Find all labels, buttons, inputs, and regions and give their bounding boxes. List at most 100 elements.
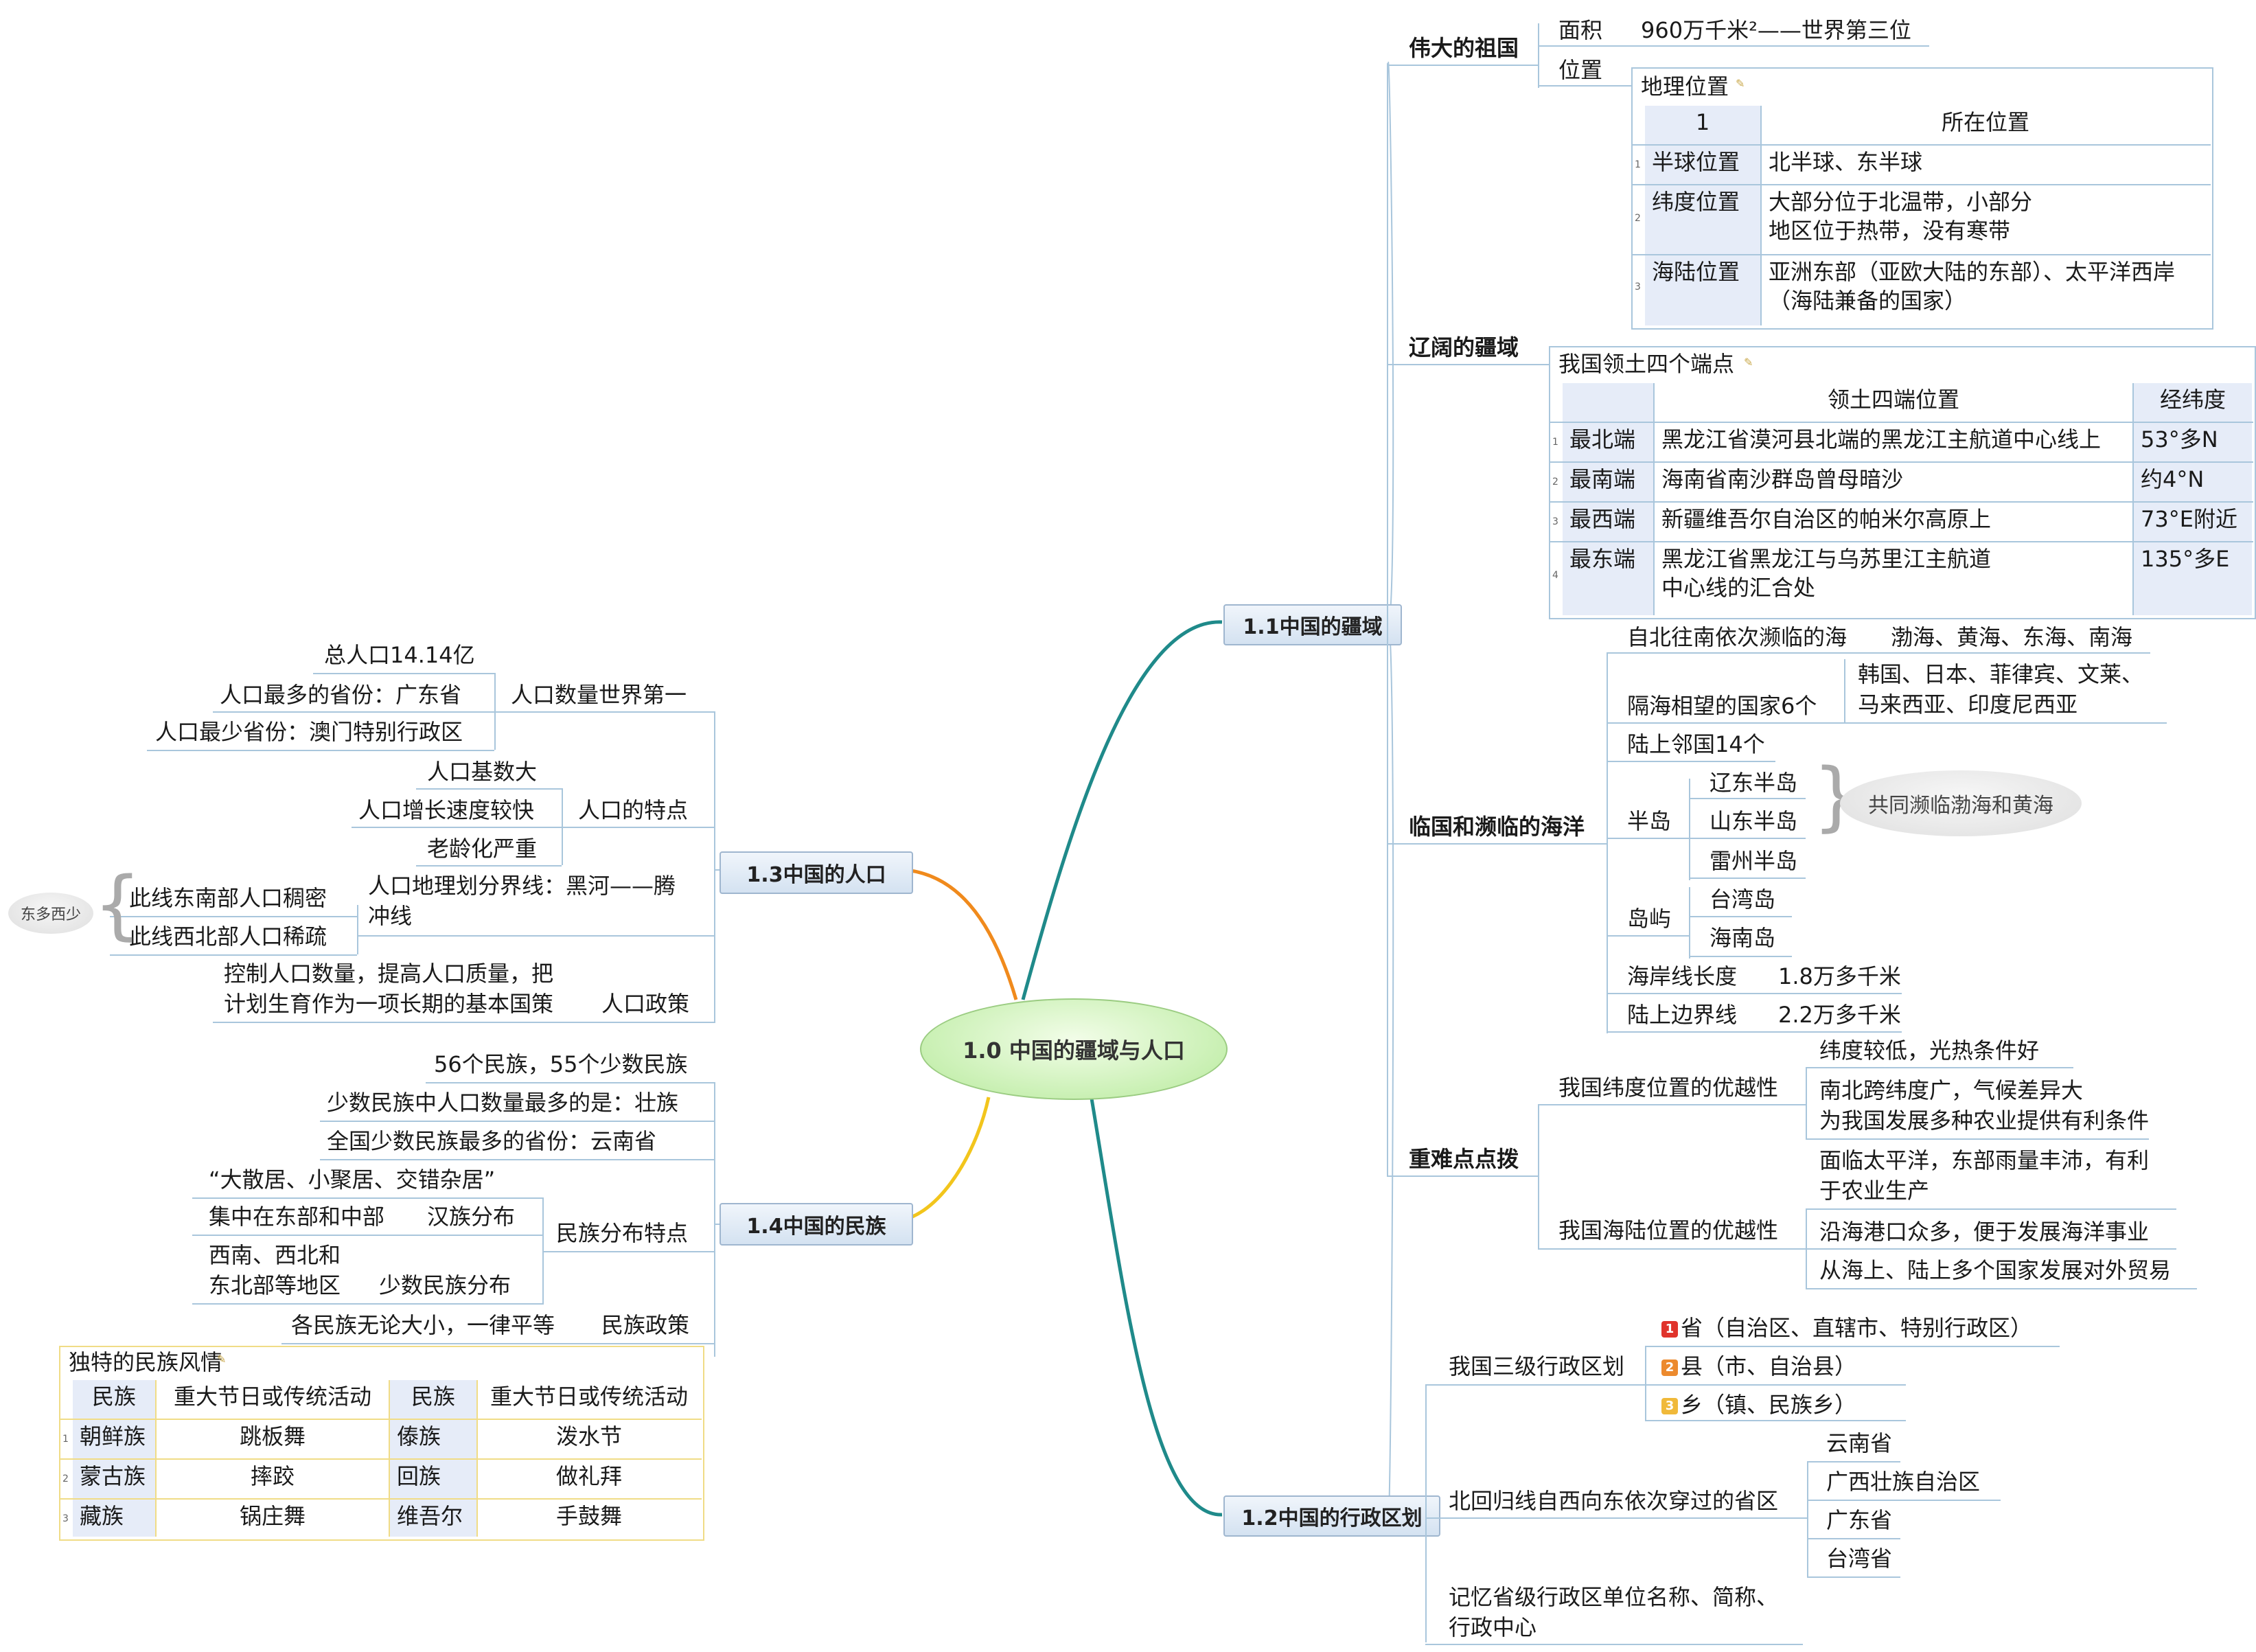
ethnic-item: 少数民族中人口数量最多的是：壮族 bbox=[327, 1090, 679, 1116]
customs-header: 重大节日或传统活动 bbox=[155, 1380, 389, 1419]
population-count-item: 总人口14.14亿 bbox=[324, 642, 475, 668]
han-distribution-where: 集中在东部和中部 bbox=[209, 1204, 385, 1230]
ethnic-distribution-general: “大散居、小聚居、交错杂居” bbox=[209, 1167, 496, 1193]
population-line-note: 东多西少 bbox=[20, 906, 81, 923]
land-neighbors: 陆上邻国14个 bbox=[1627, 731, 1765, 757]
island-item: 海南岛 bbox=[1710, 925, 1776, 951]
row-index: 3 bbox=[1552, 516, 1558, 527]
row-index: 1 bbox=[62, 1434, 69, 1445]
ethnic-customs-table bbox=[59, 1346, 704, 1541]
branch-key-points[interactable]: 重难点点拨 bbox=[1409, 1146, 1519, 1172]
geo-row-value-line: （海陆兼备的国家） bbox=[1769, 287, 1967, 314]
population-line-label-2: 冲线 bbox=[368, 903, 413, 929]
topic-ethnic-label: 1.4中国的民族 bbox=[746, 1215, 886, 1239]
population-feature-label: 人口的特点 bbox=[578, 797, 689, 823]
topic-admin[interactable]: 1.2中国的行政区划 bbox=[1223, 1495, 1440, 1537]
tropic-item: 广西壮族自治区 bbox=[1826, 1469, 1981, 1495]
geo-header-index: 1 bbox=[1645, 106, 1760, 144]
endpoint-location: 海南省南沙群岛曾母暗沙 bbox=[1653, 463, 2132, 501]
endpoint-label: 最北端 bbox=[1563, 423, 1653, 461]
branch-vast-territory[interactable]: 辽阔的疆域 bbox=[1409, 334, 1519, 360]
admin-level-text: 省（自治区、直辖市、特别行政区） bbox=[1681, 1315, 2033, 1341]
population-policy-label: 人口政策 bbox=[601, 991, 690, 1017]
level-badge-icon: 3 bbox=[1661, 1398, 1678, 1414]
root-topic[interactable]: 1.0 中国的疆域与人口 bbox=[920, 998, 1228, 1100]
sea-advantage-item: 沿海港口众多，便于发展海洋事业 bbox=[1819, 1219, 2150, 1245]
population-line-note-bubble[interactable]: 东多西少 bbox=[8, 893, 93, 934]
geo-row-value: 北半球、东半球 bbox=[1760, 146, 2209, 184]
seas-value: 渤海、黄海、东海、南海 bbox=[1891, 624, 2133, 650]
peninsula-item: 山东半岛 bbox=[1710, 808, 1798, 834]
note-icon: ✎ bbox=[217, 1353, 227, 1366]
customs-ethnic: 藏族 bbox=[73, 1500, 155, 1537]
row-index: 2 bbox=[62, 1473, 69, 1484]
ethnic-distribution-label: 民族分布特点 bbox=[556, 1220, 689, 1246]
endpoint-coord: 73°E附近 bbox=[2132, 503, 2252, 541]
customs-ethnic: 朝鲜族 bbox=[73, 1420, 155, 1458]
customs-activity: 跳板舞 bbox=[155, 1420, 389, 1458]
row-index: 2 bbox=[1552, 477, 1558, 487]
area-value: 960万千米²——世界第三位 bbox=[1641, 17, 1911, 43]
customs-header: 民族 bbox=[389, 1380, 476, 1419]
peninsula-item: 雷州半岛 bbox=[1710, 848, 1798, 874]
level-badge-icon: 2 bbox=[1661, 1360, 1678, 1376]
customs-ethnic: 蒙古族 bbox=[73, 1460, 155, 1498]
population-count-item: 人口最多的省份：广东省 bbox=[220, 682, 462, 708]
sea-advantage-label: 我国海陆位置的优越性 bbox=[1558, 1217, 1779, 1243]
island-item: 台湾岛 bbox=[1710, 886, 1776, 913]
level-badge-icon: 1 bbox=[1661, 1321, 1678, 1338]
topic-population-label: 1.3中国的人口 bbox=[746, 863, 886, 887]
peninsula-note-bubble[interactable]: 共同濒临渤海和黄海 bbox=[1840, 770, 2082, 836]
geo-row-value-line: 大部分位于北温带，小部分 bbox=[1769, 189, 2033, 215]
overseas-label: 隔海相望的国家6个 bbox=[1627, 693, 1817, 719]
topic-ethnic[interactable]: 1.4中国的民族 bbox=[720, 1203, 913, 1246]
land-border-value: 2.2万多千米 bbox=[1778, 1002, 1901, 1028]
island-label: 岛屿 bbox=[1627, 906, 1672, 932]
endpoints-caption: 我国领土四个端点 bbox=[1558, 351, 1735, 377]
population-line-item: 此线东南部人口稠密 bbox=[129, 885, 327, 911]
geo-row-label: 半球位置 bbox=[1645, 146, 1760, 184]
branch-neighbors-seas[interactable]: 临国和濒临的海洋 bbox=[1409, 814, 1585, 840]
ethnic-policy-value: 各民族无论大小，一律平等 bbox=[291, 1312, 555, 1338]
tropic-item: 台湾省 bbox=[1826, 1546, 1893, 1572]
population-feature-item: 老龄化严重 bbox=[427, 836, 538, 862]
sea-advantage-item: 面临太平洋，东部雨量丰沛，有利 bbox=[1819, 1147, 2150, 1173]
note-icon: ✎ bbox=[1736, 77, 1745, 90]
coastline-value: 1.8万多千米 bbox=[1778, 963, 1901, 989]
endpoint-coord: 135°多E bbox=[2132, 542, 2252, 615]
admin-level-text: 县（市、自治县） bbox=[1681, 1353, 1857, 1379]
coastline-label: 海岸线长度 bbox=[1627, 963, 1738, 989]
geo-header-position: 所在位置 bbox=[1760, 106, 2209, 144]
geo-row-value: 亚洲东部（亚欧大陆的东部）、太平洋西岸（海陆兼备的国家） bbox=[1760, 255, 2209, 325]
endpoint-location-line: 中心线的汇合处 bbox=[1661, 574, 1816, 601]
population-count-label: 人口数量世界第一 bbox=[511, 682, 687, 708]
topic-territory-label: 1.1中国的疆域 bbox=[1243, 615, 1383, 639]
sea-advantage-item: 从海上、陆上多个国家发展对外贸易 bbox=[1819, 1257, 2172, 1283]
area-label: 面积 bbox=[1558, 17, 1603, 43]
population-count-item: 人口最少省份：澳门特别行政区 bbox=[155, 719, 463, 745]
ethnic-customs-caption: 独特的民族风情 bbox=[69, 1349, 223, 1375]
row-index: 4 bbox=[1552, 570, 1558, 581]
population-line-label-1: 人口地理划分界线：黑河——腾 bbox=[368, 873, 676, 899]
branch-great-motherland[interactable]: 伟大的祖国 bbox=[1409, 35, 1519, 61]
position-label: 位置 bbox=[1558, 57, 1603, 83]
topic-territory[interactable]: 1.1中国的疆域 bbox=[1223, 604, 1402, 645]
peninsula-note: 共同濒临渤海和黄海 bbox=[1868, 794, 2053, 818]
geo-table-caption: 地理位置 bbox=[1641, 73, 1729, 100]
lat-advantage-label: 我国纬度位置的优越性 bbox=[1558, 1075, 1779, 1101]
admin-levels-label: 我国三级行政区划 bbox=[1449, 1353, 1625, 1379]
topic-population[interactable]: 1.3中国的人口 bbox=[720, 851, 913, 894]
topic-admin-label: 1.2中国的行政区划 bbox=[1241, 1506, 1423, 1530]
endpoint-label: 最西端 bbox=[1563, 503, 1653, 541]
lat-advantage-item: 纬度较低，光热条件好 bbox=[1819, 1037, 2040, 1064]
endpoint-label: 最东端 bbox=[1563, 542, 1653, 615]
population-feature-item: 人口基数大 bbox=[427, 759, 538, 785]
note-icon: ✎ bbox=[1744, 356, 1753, 369]
customs-activity: 锅庄舞 bbox=[155, 1500, 389, 1537]
geo-row-label: 海陆位置 bbox=[1645, 255, 1760, 325]
endpoint-location-line: 黑龙江省黑龙江与乌苏里江主航道 bbox=[1661, 546, 1992, 572]
tropic-item: 云南省 bbox=[1826, 1430, 1893, 1456]
